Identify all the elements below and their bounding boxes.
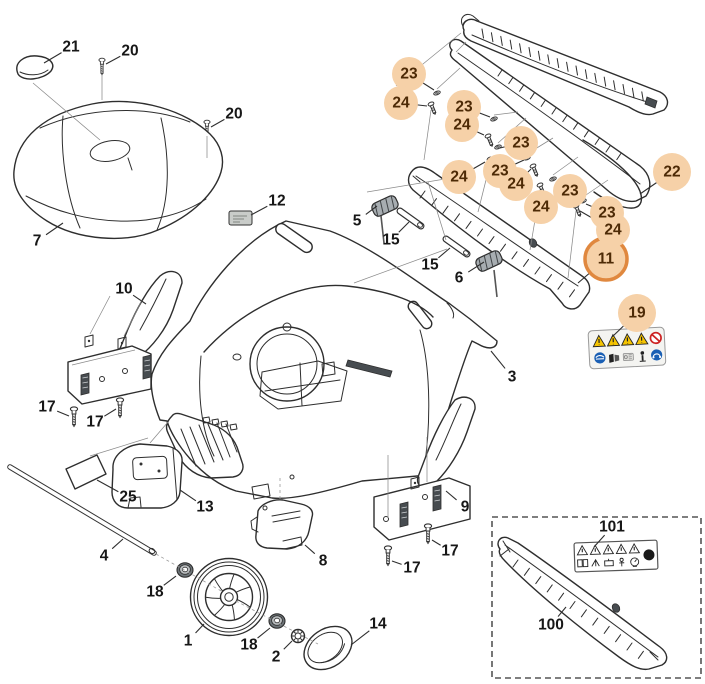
callout-15[interactable]: 15	[421, 257, 439, 274]
callout-19[interactable]: 19	[628, 305, 646, 322]
part-3-housing[interactable]	[150, 220, 498, 500]
callout-24[interactable]: 24	[604, 222, 622, 239]
callout-layer: 21 20 20 7 12 5 15 15 6 10 3 17 17 25 13 4 18 1 18 2 14 8 9 17 1…	[33, 39, 691, 666]
callout-13[interactable]: 13	[196, 499, 214, 516]
callout-17[interactable]: 17	[38, 399, 55, 416]
callout-23[interactable]: 23	[561, 183, 579, 200]
part-19-safety-decal[interactable]	[587, 326, 667, 370]
callout-24[interactable]: 24	[532, 199, 550, 216]
callout-5[interactable]: 5	[353, 213, 362, 230]
highlight-circle-23	[553, 174, 587, 208]
part-8-bracket[interactable]	[250, 499, 314, 550]
part-25-sticker[interactable]	[65, 454, 107, 490]
eye-protection-icon	[594, 352, 606, 364]
highlight-circle-24	[596, 213, 630, 247]
highlight-circle-24	[499, 167, 533, 201]
callout-8[interactable]: 8	[319, 553, 328, 570]
callout-21[interactable]: 21	[62, 39, 80, 56]
part-2-nut[interactable]	[290, 628, 306, 644]
warning-triangle-icon	[592, 332, 649, 348]
callout-23[interactable]: 23	[455, 99, 473, 116]
part-13-bracket[interactable]	[111, 443, 183, 509]
callout-101[interactable]: 101	[599, 519, 625, 536]
callout-22[interactable]: 22	[663, 164, 680, 181]
highlight-circle-24	[524, 190, 558, 224]
part-6-spring[interactable]	[474, 249, 503, 273]
highlight-circle-24	[445, 108, 479, 142]
part-20-screw[interactable]	[98, 57, 106, 76]
callout-17[interactable]: 17	[86, 414, 103, 431]
part-100-comb[interactable]	[497, 536, 668, 671]
part-5-spring-leg	[380, 215, 385, 244]
prohibition-icon	[649, 331, 662, 345]
callout-12[interactable]: 12	[268, 193, 285, 210]
callout-100[interactable]: 100	[538, 617, 564, 634]
callout-18[interactable]: 18	[146, 584, 164, 601]
part-22-rear-panel[interactable]	[449, 13, 669, 209]
thrown-objects-icon	[622, 352, 634, 361]
highlight-circle-19	[618, 294, 656, 332]
part-9-bracket[interactable]	[373, 396, 476, 541]
warning-triangle-icon	[576, 542, 641, 556]
part-17-screw[interactable]	[69, 406, 79, 428]
callout-23[interactable]: 23	[598, 205, 616, 222]
part-17-screw[interactable]	[115, 397, 125, 419]
callout-14[interactable]: 14	[369, 616, 387, 633]
highlight-circle-23	[392, 57, 426, 91]
callout-7[interactable]: 7	[33, 233, 42, 250]
part-15-pin[interactable]	[442, 235, 471, 258]
callout-24[interactable]: 24	[392, 95, 410, 112]
callout-24[interactable]: 24	[453, 117, 471, 134]
keep-bystanders-away-icon	[639, 351, 646, 362]
part-18-bearing[interactable]	[176, 562, 194, 578]
callout-24[interactable]: 24	[507, 176, 525, 193]
callout-23[interactable]: 23	[400, 66, 418, 83]
part-10-bracket[interactable]	[67, 270, 183, 405]
part-15-pin[interactable]	[396, 207, 425, 230]
callout-20[interactable]: 20	[225, 106, 242, 123]
part-4-axle[interactable]	[7, 464, 157, 556]
callout-17[interactable]: 17	[441, 543, 458, 560]
callout-17[interactable]: 17	[403, 560, 420, 577]
callout-25[interactable]: 25	[119, 489, 137, 506]
inset-box	[491, 516, 702, 679]
mono-pictogram-icons	[577, 557, 640, 568]
part-6-spring-leg	[493, 269, 498, 298]
artwork	[7, 13, 702, 679]
highlight-circle-24	[384, 86, 418, 120]
callout-1[interactable]: 1	[184, 633, 193, 650]
part-17-screw[interactable]	[383, 545, 393, 567]
part-14-hubcap[interactable]	[296, 618, 360, 679]
callout-3[interactable]: 3	[508, 369, 517, 386]
callout-20[interactable]: 20	[121, 43, 138, 60]
callout-4[interactable]: 4	[100, 548, 109, 565]
highlight-circle-23	[504, 126, 538, 160]
ear-protection-icon	[651, 349, 663, 361]
callout-23[interactable]: 23	[491, 163, 509, 180]
part-17-screw[interactable]	[423, 523, 433, 545]
highlight-circle-22	[653, 153, 691, 191]
read-manual-icon	[608, 353, 620, 363]
part-21-cap[interactable]	[16, 55, 54, 80]
callout-10[interactable]: 10	[115, 281, 132, 298]
callout-18[interactable]: 18	[240, 637, 258, 654]
part-5-spring[interactable]	[370, 194, 399, 218]
part-7-hood[interactable]	[13, 100, 224, 239]
construction-lines	[32, 32, 609, 645]
part-101-safety-decal[interactable]	[573, 539, 659, 573]
part-12-label[interactable]	[228, 210, 253, 226]
callout-11[interactable]: 11	[598, 251, 615, 268]
callout-15[interactable]: 15	[382, 232, 400, 249]
callout-9[interactable]: 9	[461, 499, 470, 516]
callout-2[interactable]: 2	[272, 649, 281, 666]
highlight-circle-24	[442, 160, 476, 194]
part-18-bearing[interactable]	[268, 613, 286, 629]
part-1-wheel[interactable]	[189, 557, 269, 637]
callout-6[interactable]: 6	[455, 270, 464, 287]
stop-dot-icon	[643, 549, 655, 561]
callout-24[interactable]: 24	[450, 169, 468, 186]
callout-23[interactable]: 23	[512, 135, 530, 152]
